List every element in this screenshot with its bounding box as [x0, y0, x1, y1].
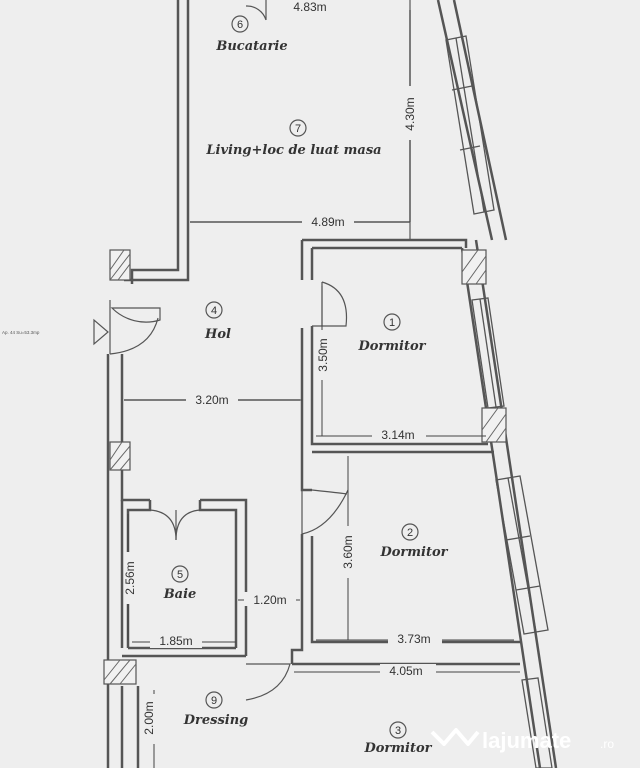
room-marker-4: [205, 301, 223, 319]
entrance-marker: Ap. 44 Su=53.3mp: [2, 318, 109, 346]
dim-living-width: 4.89m: [311, 215, 344, 229]
room-name-dressing: Dressing: [183, 713, 249, 728]
room-name-bedroom-1: Dormitor: [357, 339, 426, 354]
dim-bedroom3-width: 4.05m: [389, 664, 422, 678]
lajumate-logo-icon: [430, 728, 480, 746]
room-marker-6: [231, 15, 249, 33]
room-marker-1: [383, 313, 401, 331]
dim-bath-corridor: 1.20m: [253, 593, 286, 607]
dim-kitchen-width: 4.83m: [293, 0, 326, 14]
watermark-tld: .ro: [600, 737, 614, 751]
dim-bath-width: 1.85m: [159, 634, 192, 648]
room-marker-7: [289, 119, 307, 137]
hatched-columns: [103, 249, 507, 685]
walls: [106, 0, 558, 768]
room-marker-2: [401, 523, 419, 541]
dim-bedroom2-width: 3.73m: [397, 632, 430, 646]
room-number: 2: [407, 527, 413, 539]
room-name-kitchen: Bucatarie: [215, 39, 287, 54]
room-number: 5: [177, 569, 183, 581]
dim-hall-width: 3.20m: [195, 393, 228, 407]
room-markers: [171, 15, 419, 739]
dimension-labels: 4.83m 4.30m 4.89m 3.50m 3.20m 3.14m 2.56…: [123, 0, 442, 744]
entrance-note: Ap. 44 Su=53.3mp: [2, 330, 40, 335]
dim-living-height: 4.30m: [403, 97, 417, 130]
room-number: 1: [389, 317, 395, 329]
windows: [445, 35, 553, 768]
dim-bedroom2-height: 3.60m: [341, 535, 355, 568]
dim-bath-height: 2.56m: [123, 561, 137, 594]
entrance-arrow-icon: [93, 318, 109, 346]
room-number: 4: [211, 305, 217, 317]
room-name-bedroom-3: Dormitor: [363, 741, 432, 756]
room-number: 6: [237, 19, 243, 31]
room-number: 7: [295, 123, 301, 135]
room-marker-3: [389, 721, 407, 739]
room-number: 3: [395, 725, 401, 737]
dim-bedroom1-width: 3.14m: [381, 428, 414, 442]
dim-dressing-height: 2.00m: [142, 701, 156, 734]
watermark-name: lajumate: [482, 728, 571, 753]
room-names: Bucatarie Living+loc de luat masa Hol Do…: [163, 39, 449, 756]
room-name-living: Living+loc de luat masa: [205, 143, 381, 158]
room-number: 9: [211, 695, 217, 707]
room-name-bath: Baie: [163, 587, 197, 602]
watermark: lajumate .ro: [430, 728, 614, 753]
room-marker-5: [171, 565, 189, 583]
dimension-lines: [124, 10, 520, 768]
room-numbers: 6 7 4 1 5 2 9 3: [177, 19, 413, 737]
room-name-hall: Hol: [204, 327, 231, 342]
room-marker-9: [205, 691, 223, 709]
dim-bedroom1-height: 3.50m: [316, 338, 330, 371]
room-name-bedroom-2: Dormitor: [379, 545, 448, 560]
